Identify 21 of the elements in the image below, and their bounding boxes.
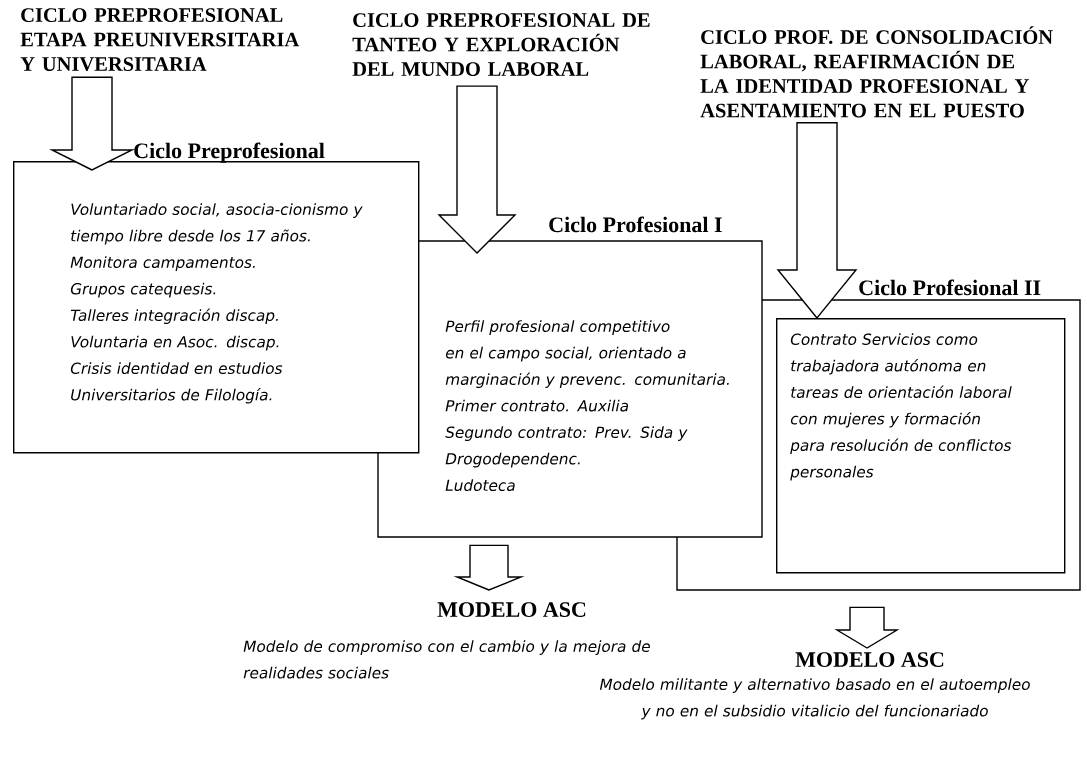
box-text: Monitora campamentos. bbox=[70, 256, 255, 271]
box-heading: Ciclo Profesional I bbox=[549, 216, 722, 233]
model-description: Modelo de compromiso con el cambio y la mejora de realidades sociales bbox=[243, 640, 650, 679]
model-heading: MODELO ASC bbox=[795, 652, 944, 667]
box-text: Voluntaria en Asoc. discap. bbox=[71, 335, 279, 351]
stage-heading: CICLO PREPROFESIONAL DE TANTEO Y EXPLORACIÓN DEL MUNDO LABORAL bbox=[352, 13, 650, 76]
box-text: Ludoteca bbox=[445, 479, 515, 492]
box-text: Voluntariado social, asocia-cionismo y tiempo libre desde los 17 años. bbox=[71, 203, 363, 245]
box-heading: Ciclo Preprofesional bbox=[134, 142, 325, 163]
stage-heading: CICLO PROF. DE CONSOLIDACIÓN LABORAL, REAFIRMACIÓN DE LA IDENTIDAD PROFESIONAL Y ASENTAMIENTO EN EL PUESTO bbox=[700, 26, 1053, 118]
box-text: Grupos catequesis. bbox=[70, 282, 216, 298]
box-text: Primer contrato. Auxilia bbox=[445, 399, 629, 412]
model-description: Modelo militante y alternativo basado en el autoempleo y no en el subsidio vitalicio del funcionariado bbox=[599, 678, 1030, 720]
box-text: Contrato Servicios como trabajadora autónoma en tareas de orientación laboral con mujeres y formación para resolución de conflictos personales bbox=[790, 333, 1012, 481]
box-text: Segundo contrato: Prev. Sida y Drogodependenc. bbox=[445, 426, 688, 468]
stage-heading: CICLO PREPROFESIONAL ETAPA PREUNIVERSITARIA Y UNIVERSITARIA bbox=[20, 8, 300, 72]
model-heading: MODELO ASC bbox=[437, 602, 586, 617]
box-text: Perfil profesional competitivo en el campo social, orientado a marginación y prevenc. comunitaria. bbox=[445, 320, 729, 388]
box-heading: Ciclo Profesional II bbox=[859, 279, 1041, 296]
box-text: Crisis identidad en estudios Universitarios de Filología. bbox=[70, 362, 283, 404]
box-text: Talleres integración discap. bbox=[70, 308, 278, 324]
